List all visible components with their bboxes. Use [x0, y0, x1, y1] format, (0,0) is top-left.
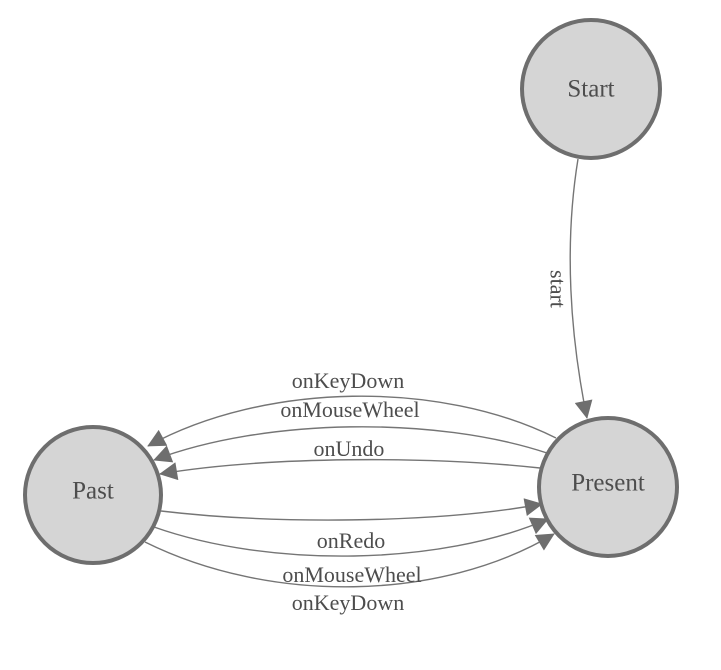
nodes-layer: Start Past Present [23, 18, 679, 565]
node-present-label: Present [571, 470, 645, 497]
node-past-label: Past [72, 478, 114, 505]
edge-label-onmousewheel-bottom: onMouseWheel [282, 562, 421, 587]
edge-labels-layer: start onKeyDown onMouseWheel onUndo onRe… [280, 270, 570, 615]
edge-past-to-present-onkeydown [144, 533, 555, 588]
edge-label-onredo: onRedo [317, 528, 385, 553]
edge-past-to-present-onmousewheel [153, 517, 549, 557]
edge-start-to-present [569, 158, 593, 419]
node-start[interactable]: Start [520, 18, 662, 160]
edge-present-to-past-onkeydown [147, 395, 557, 447]
node-past-circle[interactable] [23, 425, 163, 565]
edge-label-onmousewheel-top: onMouseWheel [280, 397, 419, 422]
edge-label-onkeydown-top: onKeyDown [292, 368, 404, 393]
node-start-circle[interactable] [520, 18, 662, 160]
edge-present-to-past-onundo [159, 458, 541, 481]
edge-label-onundo: onUndo [314, 436, 385, 461]
node-start-label: Start [567, 76, 614, 103]
edge-label-start: start [546, 270, 571, 308]
edge-past-to-present-onredo [160, 498, 543, 521]
node-present[interactable]: Present [537, 416, 679, 558]
edge-label-onkeydown-bottom: onKeyDown [292, 590, 404, 615]
node-past[interactable]: Past [23, 425, 163, 565]
edge-present-to-past-onmousewheel [153, 426, 548, 463]
edges-layer [144, 158, 593, 588]
node-present-circle[interactable] [537, 416, 679, 558]
